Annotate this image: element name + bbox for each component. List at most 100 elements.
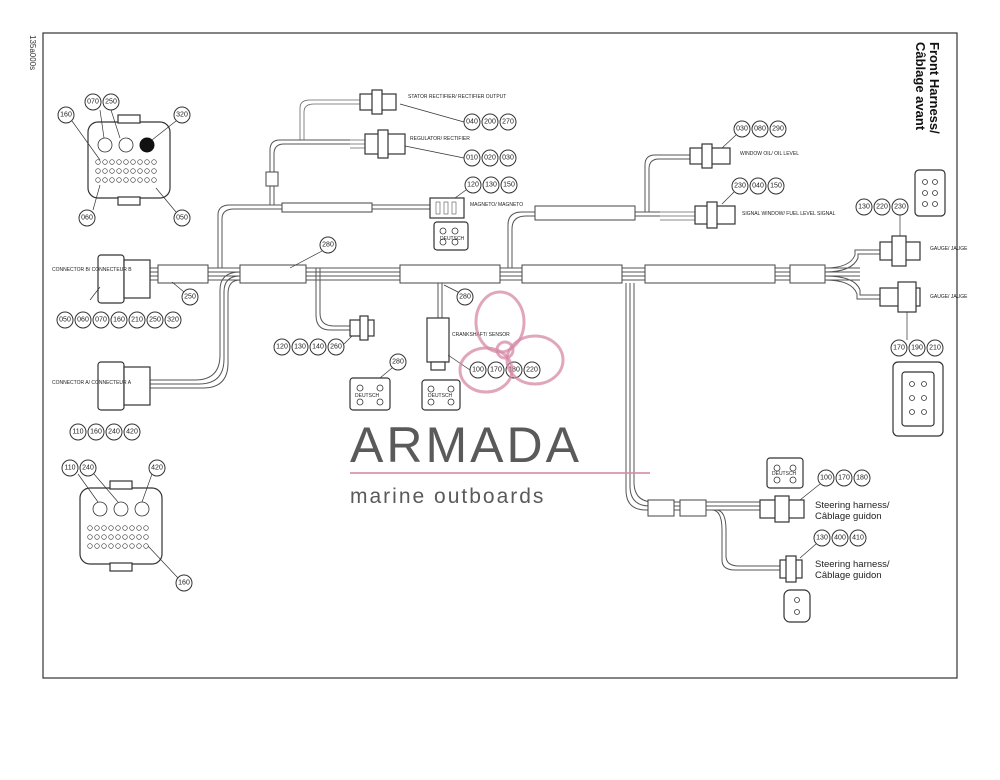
callout: 150 xyxy=(767,177,785,195)
svg-text:240: 240 xyxy=(108,429,120,436)
watermark-rule xyxy=(350,472,650,474)
svg-text:280: 280 xyxy=(322,242,334,249)
svg-text:400: 400 xyxy=(834,535,846,542)
watermark-tagline: marine outboards xyxy=(350,485,545,508)
steering-connector-1 xyxy=(759,495,805,523)
callout: 120 xyxy=(273,338,291,356)
svg-text:110: 110 xyxy=(72,429,83,436)
svg-text:020: 020 xyxy=(484,155,496,162)
svg-text:150: 150 xyxy=(770,183,782,190)
callout: 060 xyxy=(74,311,92,329)
connector-b-face xyxy=(87,114,171,206)
callout: 190 xyxy=(908,339,926,357)
svg-text:420: 420 xyxy=(151,465,163,472)
gauge-connector-1 xyxy=(879,235,921,267)
svg-text:250: 250 xyxy=(184,294,196,301)
connector-labels: CONNECTOR B/ CONNECTEUR B CONNECTOR A/ C… xyxy=(52,94,968,581)
svg-text:150: 150 xyxy=(503,182,515,189)
label-steering-1b: Câblage guidon xyxy=(815,511,882,522)
label-steering-2a: Steering harness/ xyxy=(815,559,890,570)
svg-text:130: 130 xyxy=(485,182,497,189)
label-stator-rectifier: STATOR RECTIFIER/ RECTIFIER OUTPUT xyxy=(408,94,506,100)
svg-text:030: 030 xyxy=(502,155,514,162)
callout: 040 xyxy=(749,177,767,195)
callout: 160 xyxy=(175,574,193,592)
callout: 280 xyxy=(389,353,407,371)
callout: 230 xyxy=(891,198,909,216)
svg-text:280: 280 xyxy=(392,359,404,366)
title: Front Harness/ Câblage avant xyxy=(913,42,942,134)
svg-text:120: 120 xyxy=(467,182,479,189)
sensor-connector xyxy=(349,315,375,341)
svg-text:210: 210 xyxy=(929,345,941,352)
svg-text:040: 040 xyxy=(466,119,478,126)
svg-text:220: 220 xyxy=(526,367,538,374)
svg-text:250: 250 xyxy=(105,99,117,106)
label-steering-1a: Steering harness/ xyxy=(815,500,890,511)
svg-text:280: 280 xyxy=(459,294,471,301)
gauge-face-bottom xyxy=(892,361,944,437)
callout: 050 xyxy=(173,209,191,227)
callout: 100 xyxy=(469,361,487,379)
title-line-2: Câblage avant xyxy=(913,42,928,131)
svg-text:030: 030 xyxy=(736,126,748,133)
svg-text:130: 130 xyxy=(294,344,306,351)
oil-level-connector xyxy=(689,143,731,169)
connector-b-side xyxy=(89,254,151,304)
callout: 140 xyxy=(309,338,327,356)
label-magneto: MAGNETO/ MAGNETO xyxy=(470,202,523,208)
callout: 240 xyxy=(79,459,97,477)
magneto-connector xyxy=(429,197,465,219)
callout: 130 xyxy=(291,338,309,356)
svg-text:080: 080 xyxy=(754,126,766,133)
callout: 420 xyxy=(123,423,141,441)
callout: 180 xyxy=(505,361,523,379)
callout: 040 xyxy=(463,113,481,131)
callout: 170 xyxy=(890,339,908,357)
deutsch-face-4 xyxy=(766,457,804,489)
title-line-1: Front Harness/ xyxy=(927,42,942,134)
svg-text:160: 160 xyxy=(113,317,125,324)
callout: 130 xyxy=(813,529,831,547)
callout: 120 xyxy=(464,176,482,194)
svg-text:230: 230 xyxy=(894,204,906,211)
svg-text:070: 070 xyxy=(95,317,107,324)
svg-text:260: 260 xyxy=(330,344,342,351)
label-deutsch-1: DEUTSCH xyxy=(440,236,465,242)
callout: 100 xyxy=(817,469,835,487)
callout: 260 xyxy=(327,338,345,356)
callout: 020 xyxy=(481,149,499,167)
label-oil-level: WINDOW OIL/ OIL LEVEL xyxy=(740,151,799,157)
svg-text:130: 130 xyxy=(816,535,828,542)
callout: 250 xyxy=(102,93,120,111)
svg-text:130: 130 xyxy=(858,204,870,211)
label-connector-b: CONNECTOR B/ CONNECTEUR B xyxy=(52,267,132,273)
callout: 220 xyxy=(523,361,541,379)
svg-text:110: 110 xyxy=(64,465,75,472)
label-crankshaft-sensor: CRANKSHAFT/ SENSOR xyxy=(452,332,510,338)
harness-wiring xyxy=(130,99,880,571)
deutsch-face-3 xyxy=(421,379,461,411)
label-steering-2b: Câblage guidon xyxy=(815,570,882,581)
label-deutsch-2: DEUTSCH xyxy=(355,393,380,399)
propeller-logo xyxy=(458,290,565,394)
svg-text:050: 050 xyxy=(59,317,71,324)
svg-text:170: 170 xyxy=(490,367,502,374)
svg-text:170: 170 xyxy=(838,475,850,482)
callout: 250 xyxy=(181,288,199,306)
callout: 160 xyxy=(110,311,128,329)
svg-text:160: 160 xyxy=(90,429,102,436)
svg-text:010: 010 xyxy=(466,155,478,162)
callout: 400 xyxy=(831,529,849,547)
svg-text:070: 070 xyxy=(87,99,99,106)
callout: 030 xyxy=(499,149,517,167)
callout: 070 xyxy=(92,311,110,329)
callout: 010 xyxy=(463,149,481,167)
label-connector-a: CONNECTOR A/ CONNECTEUR A xyxy=(52,380,132,386)
svg-text:050: 050 xyxy=(176,215,188,222)
callout: 280 xyxy=(319,236,337,254)
callout: 320 xyxy=(164,311,182,329)
callout: 200 xyxy=(481,113,499,131)
svg-text:100: 100 xyxy=(472,367,484,374)
